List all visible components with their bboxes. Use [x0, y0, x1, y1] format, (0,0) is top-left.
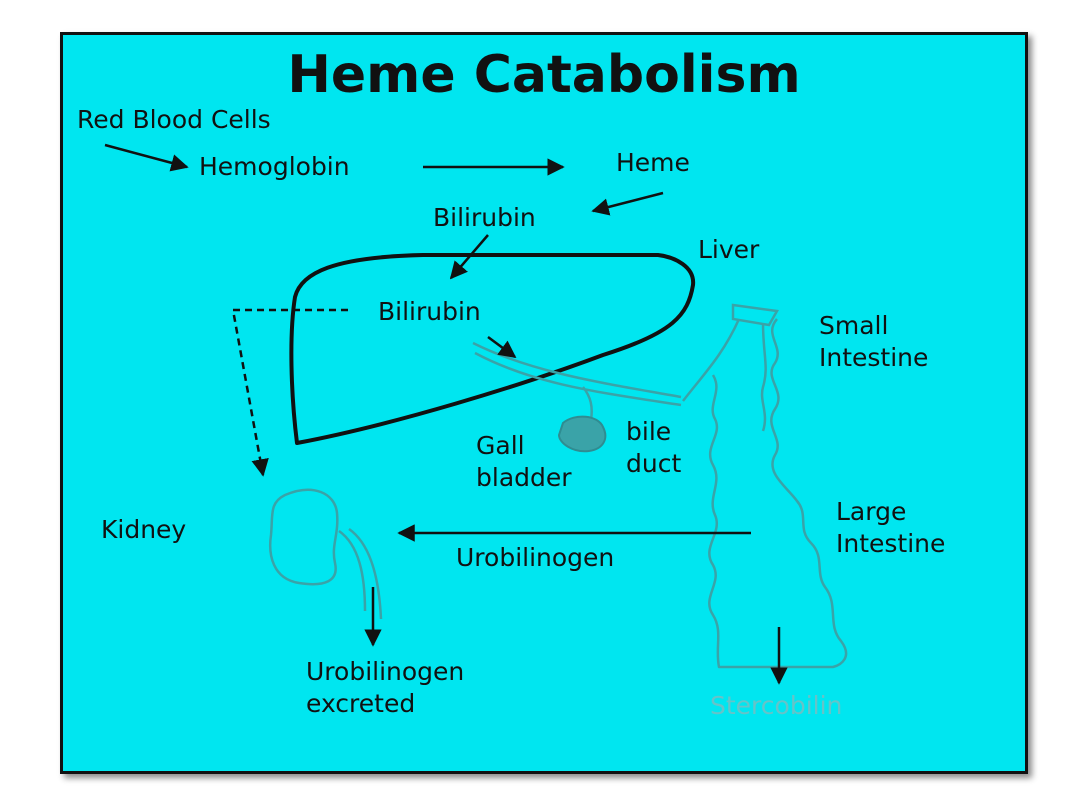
label-stercobilin: Stercobilin [710, 691, 843, 720]
label-hemoglobin: Hemoglobin [199, 152, 350, 181]
label-kidney: Kidney [101, 515, 187, 544]
diagram-title: Heme Catabolism [287, 45, 801, 105]
label-urobilinogen-excreted-2: excreted [306, 689, 416, 718]
label-duct: duct [626, 449, 682, 478]
label-bilirubin-liver: Bilirubin [378, 297, 481, 326]
small-intestine-tube [682, 303, 780, 432]
label-bladder: bladder [476, 463, 572, 492]
large-intestine-tube [708, 318, 848, 669]
label-urobilinogen-excreted-1: Urobilinogen [306, 657, 465, 686]
label-small-intestine-1: Small [819, 311, 889, 340]
label-heme: Heme [616, 148, 690, 177]
label-liver: Liver [698, 235, 760, 264]
dashed-path-to-kidney [231, 308, 348, 477]
label-large-intestine-1: Large [836, 497, 907, 526]
bile-duct [472, 341, 682, 421]
label-bilirubin-blood: Bilirubin [433, 203, 536, 232]
label-urobilinogen: Urobilinogen [456, 543, 615, 572]
label-small-intestine-2: Intestine [819, 343, 929, 372]
arrow-rbc-to-hemoglobin [104, 143, 189, 172]
liver-outline [289, 253, 696, 445]
ureter [338, 527, 383, 620]
gall-bladder [557, 415, 607, 453]
label-red-blood-cells: Red Blood Cells [77, 105, 271, 134]
label-large-intestine-2: Intestine [836, 529, 946, 558]
diagram-canvas [104, 143, 848, 685]
label-gall: Gall [476, 431, 525, 460]
diagram-frame: Heme Catabolism [60, 32, 1028, 774]
arrow-bilirubin-to-bile [487, 335, 517, 359]
kidney-outline [269, 488, 339, 586]
arrow-heme-to-bilirubin [591, 191, 664, 216]
label-bile: bile [626, 417, 672, 446]
